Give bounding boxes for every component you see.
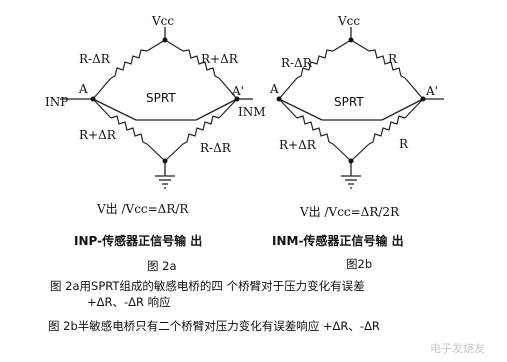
inner-link-right-a: [195, 98, 238, 121]
node-bottom-a: [162, 158, 168, 164]
resistor-top-left-b: [278, 39, 352, 100]
arm-bottom-right-label-a: R-ΔR: [200, 141, 232, 155]
sprt-label-b: SPRT: [334, 95, 364, 109]
vcc-label-b: Vcc: [337, 14, 360, 28]
note-line-1: 图 2a用SPRT组成的敏感电桥的四 个桥臂对于压力变化有误差: [50, 279, 365, 293]
bridge-2b: Vcc R-ΔR R R+ΔR R A A' SPRT V出 /Vcc=ΔR/2…: [269, 14, 444, 271]
node-right-b: [420, 96, 426, 102]
node-a-prime-label: A': [231, 84, 244, 98]
node-right-a: [234, 96, 240, 102]
ground-icon: [155, 175, 175, 189]
node-a-prime-label-b: A': [425, 84, 438, 98]
caption-a: INP-传感器正信号输 出: [74, 233, 202, 248]
arm-top-right-label-b: R: [388, 52, 398, 66]
sprt-label-a: SPRT: [146, 91, 176, 105]
resistor-bottom-left-a: [92, 98, 166, 162]
node-left-a: [90, 96, 96, 102]
inner-link-right-b: [381, 98, 424, 121]
note-line-3: 图 2b半敏感电桥只有二个桥臂对压力变化有误差响应 +ΔR、-ΔR: [48, 319, 380, 333]
node-bottom-b: [348, 158, 354, 164]
resistor-top-right-a: [164, 39, 238, 100]
note-line-2: +ΔR、-ΔR 响应: [87, 295, 171, 309]
node-left-b: [276, 96, 282, 102]
node-top-a: [162, 37, 168, 43]
inm-label: INM: [238, 105, 266, 119]
node-top-b: [348, 37, 354, 43]
ground-icon: [341, 175, 361, 189]
arm-bottom-left-label-b: R+ΔR: [279, 138, 317, 152]
bridge-2a: Vcc R-ΔR R+ΔR R+ΔR R-ΔR A A' INP INM SPR…: [45, 14, 266, 273]
inner-link-left-a: [92, 98, 137, 121]
arm-top-left-label-a: R-ΔR: [79, 52, 111, 66]
arm-bottom-left-label-a: R+ΔR: [79, 128, 117, 142]
inp-label: INP: [45, 95, 68, 109]
figure-label-b: 图2b: [346, 257, 372, 271]
node-a-label: A: [78, 82, 88, 96]
resistor-top-left-a: [92, 39, 166, 100]
formula-a: V出 /Vcc=ΔR/R: [96, 202, 189, 216]
caption-b: INM-传感器正信号输 出: [272, 233, 404, 248]
node-a-label-b: A: [269, 82, 279, 96]
resistor-bottom-right-a: [164, 98, 238, 162]
figure-label-a: 图 2a: [147, 259, 177, 273]
watermark-text: 电子发烧友: [430, 341, 485, 355]
vcc-label-a: Vcc: [151, 14, 174, 28]
arm-bottom-right-label-b: R: [399, 137, 409, 151]
arm-top-right-label-a: R+ΔR: [201, 52, 239, 66]
resistor-top-right-b: [350, 39, 424, 100]
formula-b: V出 /Vcc=ΔR/2R: [299, 205, 400, 219]
arm-top-left-label-b: R-ΔR: [281, 56, 313, 70]
inner-link-left-b: [278, 98, 323, 121]
resistor-bottom-right-b: [350, 98, 424, 162]
resistor-bottom-left-b: [278, 98, 352, 162]
